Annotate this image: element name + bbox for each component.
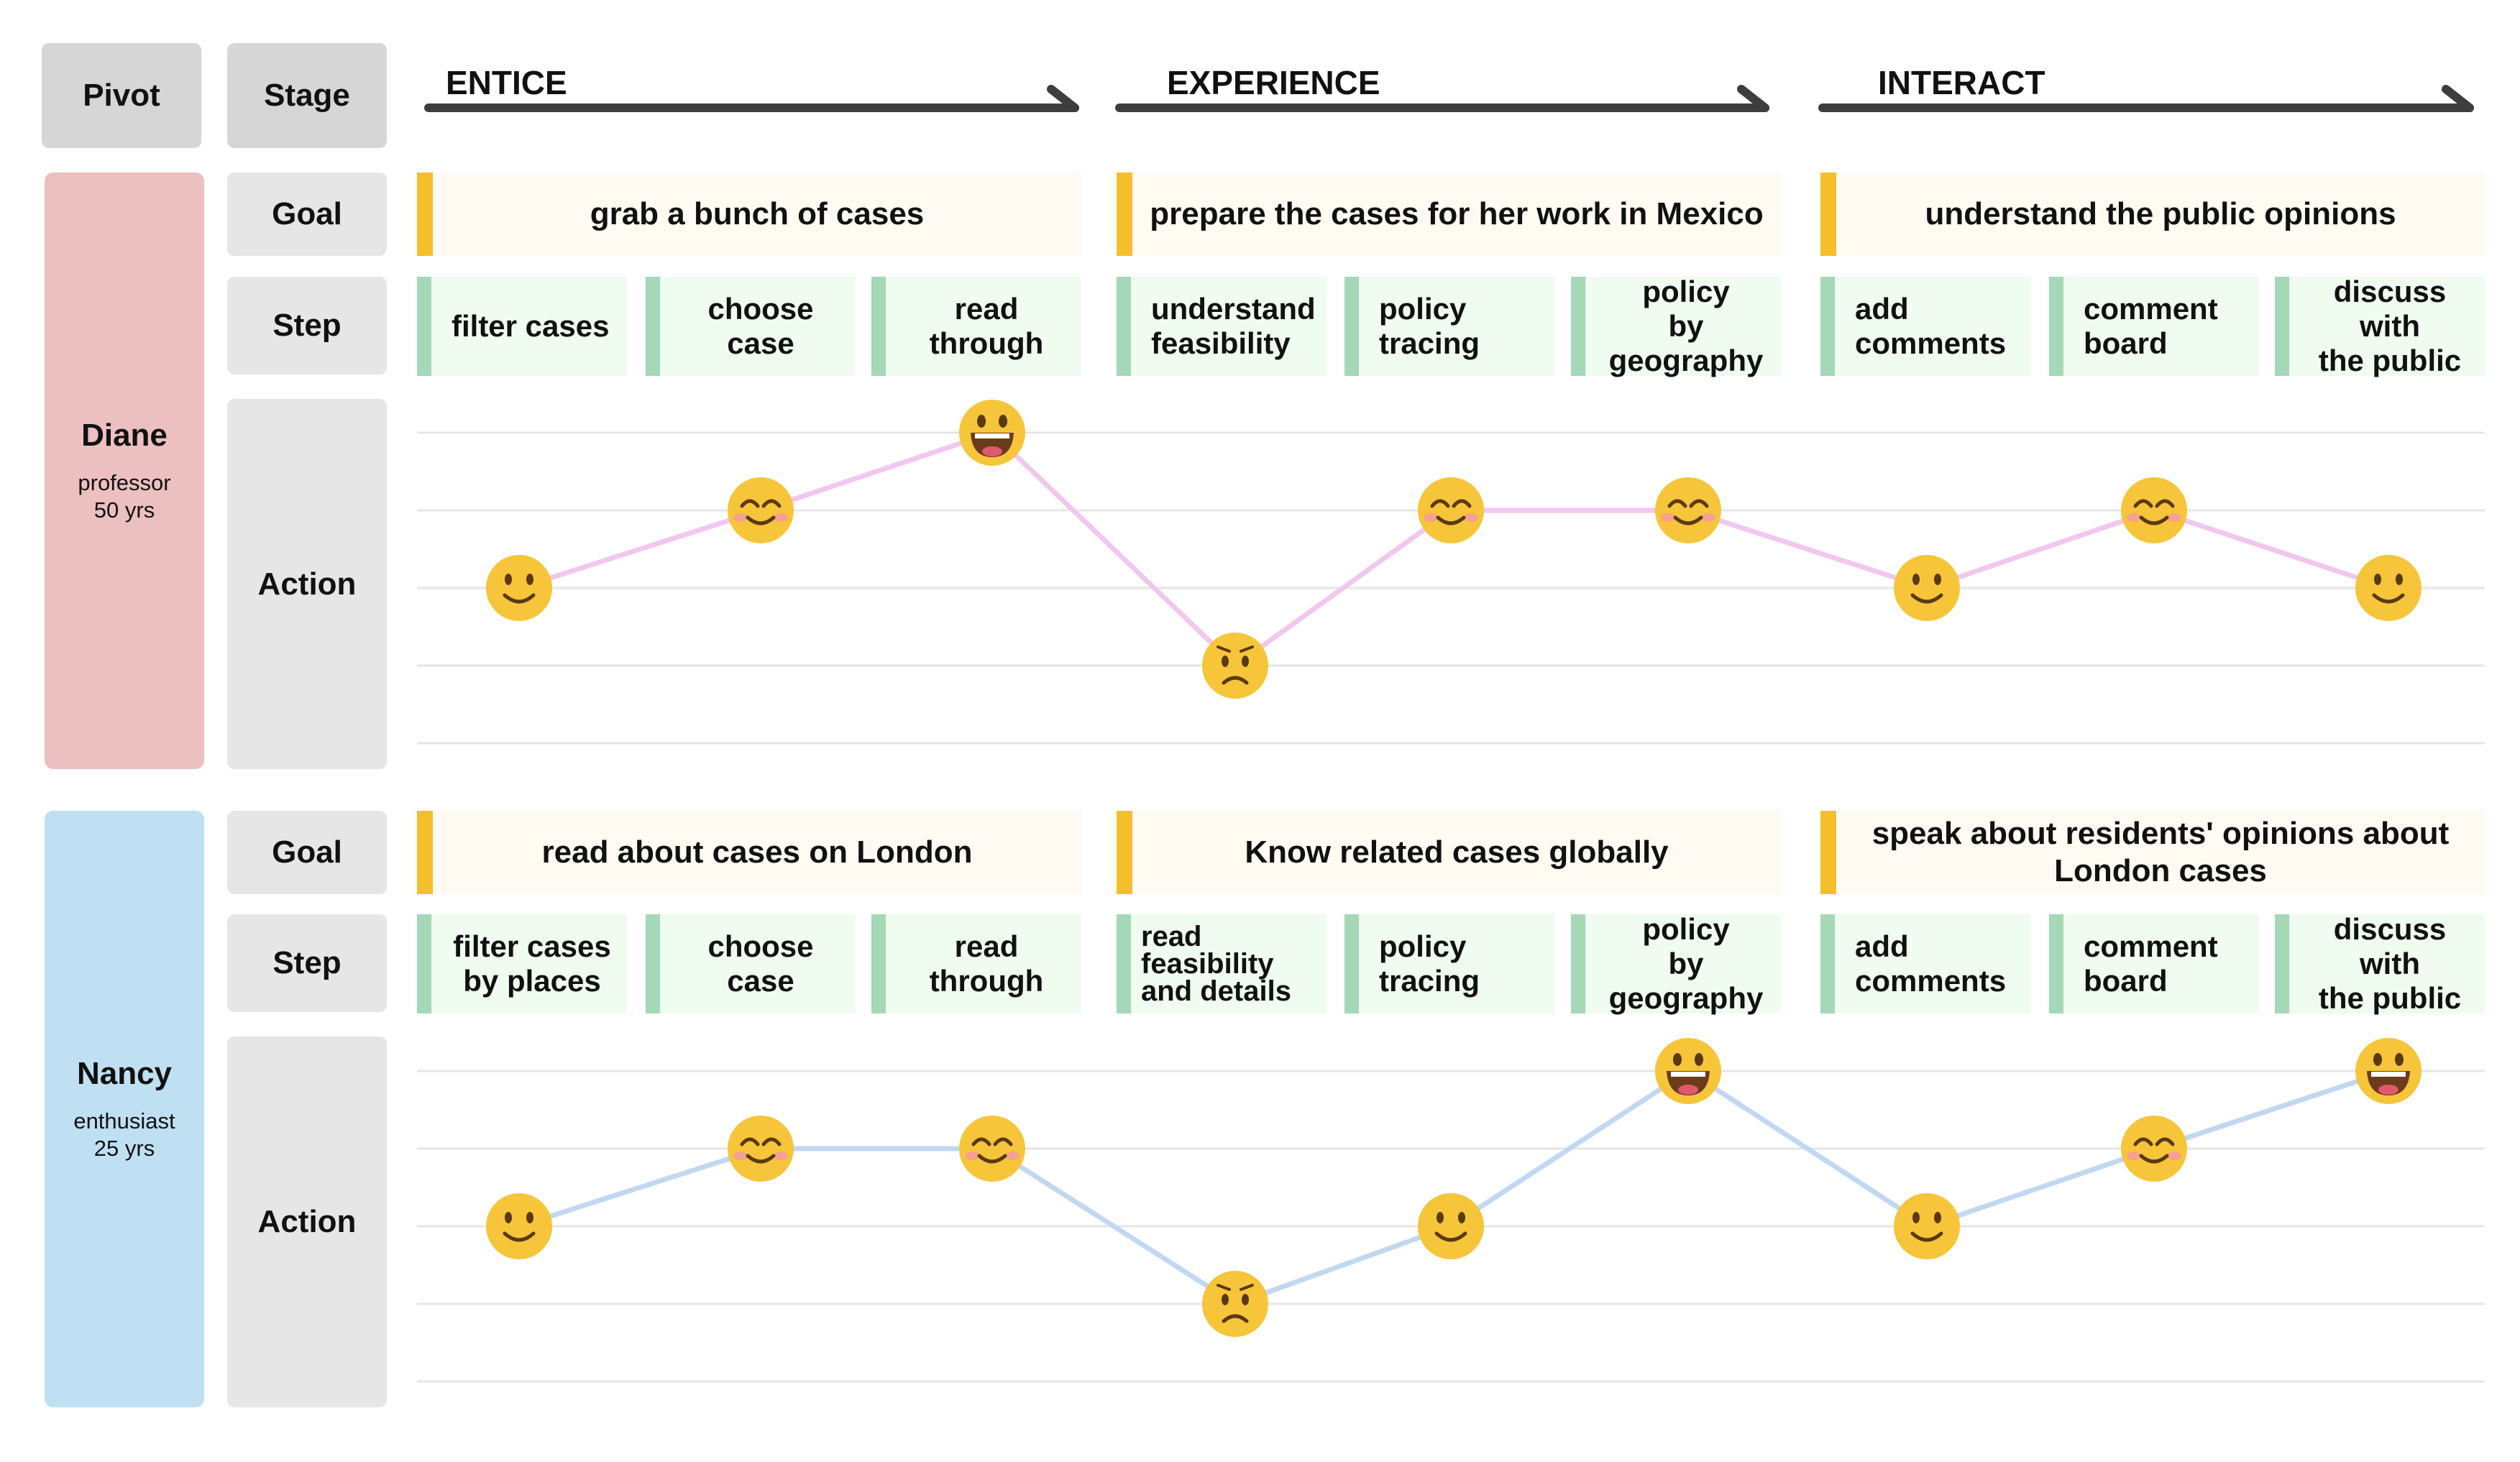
happy-face-icon bbox=[1655, 477, 1721, 543]
action-label: Action bbox=[227, 1036, 387, 1407]
step-card: read feasibility and details bbox=[1117, 914, 1327, 1013]
step-card: policy tracing bbox=[1344, 914, 1554, 1013]
step-card: read through bbox=[871, 277, 1081, 376]
persona-card-diane: Diane professor 50 yrs bbox=[45, 173, 204, 769]
stage-arrow-entice bbox=[424, 85, 1079, 112]
step-card: filter cases by places bbox=[417, 914, 627, 1013]
step-label: Step bbox=[227, 914, 387, 1012]
step-card: policy by geography bbox=[1571, 275, 1781, 377]
step-card: add comments bbox=[1820, 277, 2030, 376]
step-card: policy tracing bbox=[1344, 277, 1554, 376]
step-card: comment board bbox=[2049, 914, 2259, 1013]
happy-face-icon bbox=[959, 1116, 1025, 1182]
step-card: discuss with the public bbox=[2275, 912, 2485, 1015]
happy-face-icon bbox=[2121, 1116, 2187, 1182]
happy-face-icon bbox=[2121, 477, 2187, 543]
emotion-curve-diane bbox=[518, 430, 2390, 668]
step-card: choose case bbox=[646, 914, 856, 1013]
step-card: filter cases bbox=[417, 277, 627, 376]
stage-title-entice: ENTICE bbox=[446, 64, 567, 101]
step-card: discuss with the public bbox=[2275, 275, 2485, 377]
goal-card: read about cases on London bbox=[417, 811, 1081, 894]
step-card: policy by geography bbox=[1571, 912, 1781, 1015]
smile-face-icon bbox=[1894, 1193, 1960, 1259]
step-label: Step bbox=[227, 277, 387, 374]
step-card: understand feasibility bbox=[1117, 277, 1327, 376]
goal-card: grab a bunch of cases bbox=[417, 173, 1081, 256]
stage-arrows bbox=[424, 85, 2474, 112]
stage-arrow-experience bbox=[1115, 85, 1769, 112]
persona-role: enthusiast bbox=[73, 1108, 175, 1134]
emotion-curve-nancy bbox=[518, 1068, 2390, 1307]
persona-age: 25 yrs bbox=[93, 1136, 155, 1161]
smile-face-icon bbox=[1894, 555, 1960, 621]
happy-face-icon bbox=[728, 1116, 794, 1182]
sad-face-icon bbox=[1202, 1271, 1268, 1337]
stage-title-interact: INTERACT bbox=[1878, 64, 2045, 101]
goal-card: speak about residents' opinions about Lo… bbox=[1820, 811, 2485, 894]
grin-face-icon bbox=[959, 400, 1025, 466]
emotion-curves bbox=[518, 430, 2390, 1307]
grin-face-icon bbox=[1655, 1038, 1721, 1104]
step-card: add comments bbox=[1820, 914, 2030, 1013]
goal-label: Goal bbox=[227, 811, 387, 894]
emotion-faces bbox=[486, 400, 2422, 1337]
persona-role: professor bbox=[78, 470, 171, 495]
goal-card: understand the public opinions bbox=[1820, 173, 2485, 256]
persona-name: Nancy bbox=[76, 1056, 173, 1091]
smile-face-icon bbox=[2355, 555, 2422, 621]
action-label: Action bbox=[227, 399, 387, 769]
persona-name: Diane bbox=[81, 418, 168, 453]
happy-face-icon bbox=[1418, 477, 1484, 543]
grin-face-icon bbox=[2355, 1038, 2422, 1104]
step-card: choose case bbox=[646, 277, 856, 376]
smile-face-icon bbox=[486, 555, 552, 621]
sad-face-icon bbox=[1202, 633, 1268, 699]
step-card: read through bbox=[871, 914, 1081, 1013]
persona-card-nancy: Nancy enthusiast 25 yrs bbox=[45, 811, 204, 1407]
smile-face-icon bbox=[1418, 1193, 1484, 1259]
happy-face-icon bbox=[728, 477, 794, 543]
stage-header: Stage bbox=[227, 43, 387, 148]
stage-arrow-interact bbox=[1818, 85, 2474, 112]
goal-card: Know related cases globally bbox=[1117, 811, 1781, 894]
stage-title-experience: EXPERIENCE bbox=[1167, 64, 1380, 101]
goal-card: prepare the cases for her work in Mexico bbox=[1117, 173, 1781, 256]
goal-label: Goal bbox=[227, 173, 387, 256]
pivot-header: Pivot bbox=[42, 43, 201, 148]
step-card: comment board bbox=[2049, 277, 2259, 376]
persona-age: 50 yrs bbox=[93, 497, 155, 523]
smile-face-icon bbox=[486, 1193, 552, 1259]
